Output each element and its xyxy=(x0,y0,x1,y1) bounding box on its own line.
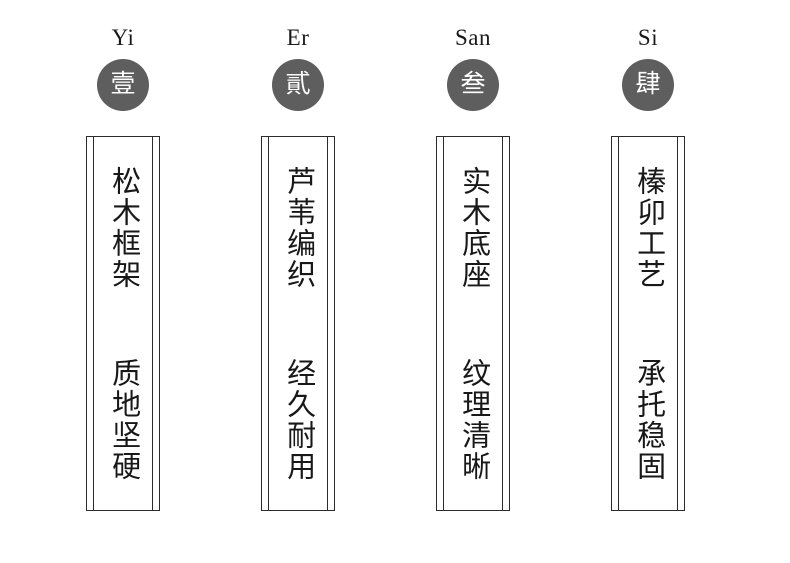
numeral-glyph-2: 貳 xyxy=(285,71,311,98)
frame-inner-rule-left-3 xyxy=(443,137,444,510)
numeral-badge-2: 貳 xyxy=(272,59,324,111)
vertical-text-4: 榛卯工艺 承托稳固 xyxy=(632,165,665,482)
scroll-frame-4: 榛卯工艺 承托稳固 xyxy=(611,136,685,511)
numeral-badge-1: 壹 xyxy=(97,59,149,111)
numeral-glyph-4: 肆 xyxy=(635,71,661,98)
scroll-frame-3: 实木底座 纹理清晰 xyxy=(436,136,510,511)
column-label-3: San xyxy=(455,25,491,50)
numeral-glyph-3: 叁 xyxy=(460,71,486,98)
scroll-column-3: San 叁 实木底座 纹理清晰 xyxy=(385,0,561,563)
column-label-4: Si xyxy=(637,25,659,50)
numeral-badge-4: 肆 xyxy=(622,59,674,111)
numeral-glyph-1: 壹 xyxy=(110,71,136,98)
numeral-badge-3: 叁 xyxy=(447,59,499,111)
scroll-column-1: Yi 壹 松木框架 质地坚硬 xyxy=(35,0,211,563)
scroll-column-4: Si 肆 榛卯工艺 承托稳固 xyxy=(560,0,736,563)
scroll-column-2: Er 貳 芦苇编织 经久耐用 xyxy=(210,0,386,563)
column-label-2: Er xyxy=(286,25,310,50)
vertical-text-3: 实木底座 纹理清晰 xyxy=(457,165,490,482)
scroll-frame-2: 芦苇编织 经久耐用 xyxy=(261,136,335,511)
frame-inner-rule-left-4 xyxy=(618,137,619,510)
column-label-1: Yi xyxy=(111,25,135,50)
frame-inner-rule-left-2 xyxy=(268,137,269,510)
vertical-text-2: 芦苇编织 经久耐用 xyxy=(282,165,315,482)
frame-inner-rule-right-3 xyxy=(502,137,503,510)
frame-inner-rule-right-4 xyxy=(677,137,678,510)
vertical-text-1: 松木框架 质地坚硬 xyxy=(107,165,140,482)
frame-inner-rule-right-1 xyxy=(152,137,153,510)
frame-inner-rule-left-1 xyxy=(93,137,94,510)
frame-inner-rule-right-2 xyxy=(327,137,328,510)
scroll-frame-1: 松木框架 质地坚硬 xyxy=(86,136,160,511)
